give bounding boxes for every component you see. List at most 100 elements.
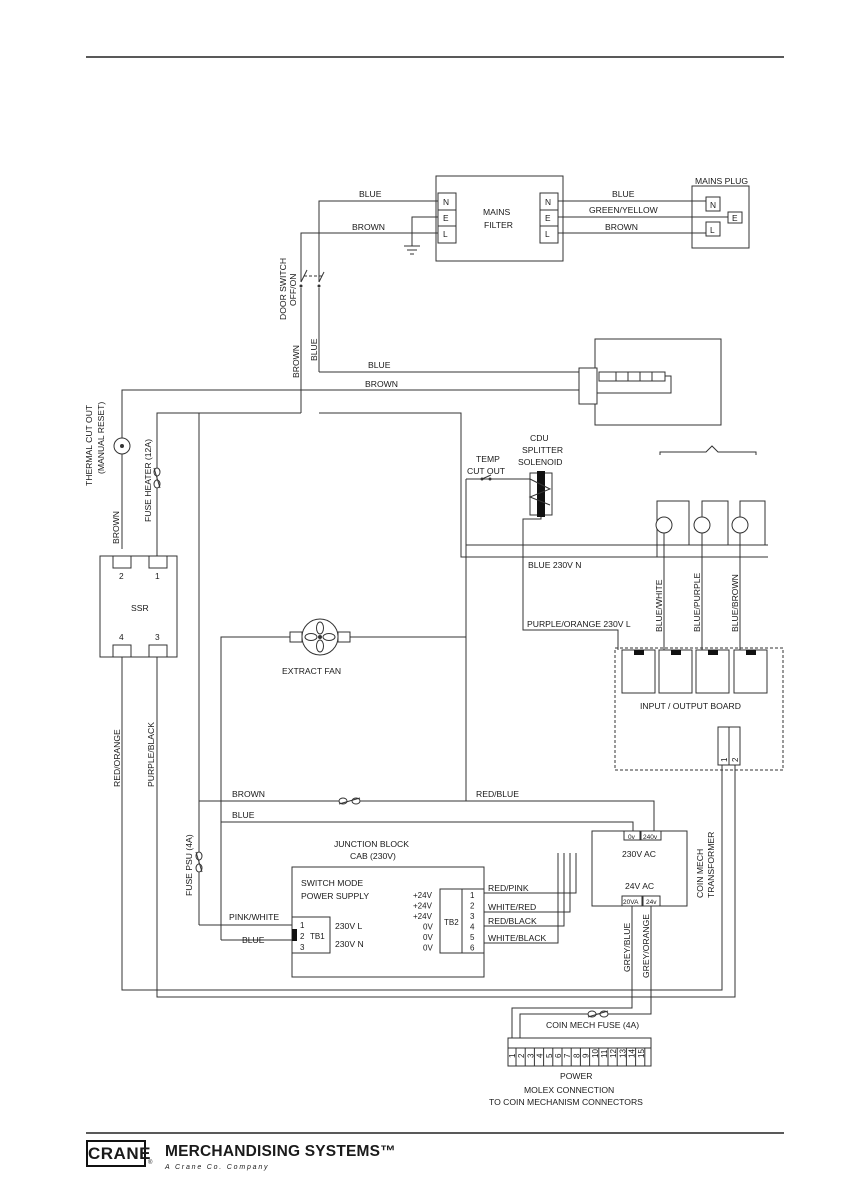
tb1-pin-1: 1 bbox=[300, 921, 305, 930]
psu-output-label: 0V bbox=[423, 923, 433, 932]
ssr-label: SSR bbox=[131, 603, 149, 613]
molex-pin-number: 9 bbox=[582, 1053, 591, 1058]
psu-output-label: 0V bbox=[423, 933, 433, 942]
io-pin-1: 1 bbox=[720, 757, 729, 762]
cdu-label-3: SOLENOID bbox=[518, 457, 562, 467]
wire-grey-blue: GREY/BLUE bbox=[622, 923, 632, 972]
wire-red-pink: RED/PINK bbox=[488, 883, 529, 893]
wire-rail-blue: BLUE bbox=[232, 810, 255, 820]
tr-20va: 20VA bbox=[623, 899, 639, 906]
psu-output-label: +24V bbox=[413, 902, 433, 911]
junction-block-label-1: JUNCTION BLOCK bbox=[334, 839, 409, 849]
psu-output-label: +24V bbox=[413, 891, 433, 900]
psu-output-label: +24V bbox=[413, 912, 433, 921]
fuse-psu-label: FUSE PSU (4A) bbox=[184, 834, 194, 896]
door-switch-label-2: OFF/ON bbox=[288, 274, 298, 306]
tb2-pin: 3 bbox=[470, 912, 475, 921]
molex-pin-number: 2 bbox=[517, 1053, 526, 1058]
filter-out-e: E bbox=[545, 213, 551, 223]
thermal-cutout-label-2: (MANUAL RESET) bbox=[96, 402, 106, 474]
plug-l: L bbox=[710, 225, 715, 235]
wire-red-blue: RED/BLUE bbox=[476, 789, 519, 799]
extract-fan-label: EXTRACT FAN bbox=[282, 666, 341, 676]
temp-cutout-label-1: TEMP bbox=[476, 454, 500, 464]
junction-block-label-2: CAB (230V) bbox=[350, 851, 396, 861]
cdu-splitter-solenoid bbox=[528, 471, 553, 517]
ssr-pin-3: 3 bbox=[155, 632, 160, 642]
coin-mech-transformer-label-2: TRANSFORMER bbox=[706, 832, 716, 898]
cdu-label-2: SPLITTER bbox=[522, 445, 563, 455]
fuse-heater bbox=[153, 467, 161, 489]
io-board bbox=[614, 647, 784, 771]
thermal-cutout-label-1: THERMAL CUT OUT bbox=[84, 404, 94, 486]
ssr-pin-2: 2 bbox=[119, 571, 124, 581]
tb2-pin: 2 bbox=[470, 902, 475, 911]
wire-plug-blue: BLUE bbox=[612, 189, 635, 199]
io-pin-2: 2 bbox=[731, 757, 740, 762]
heater-unit bbox=[578, 338, 722, 426]
wire-ssr-brown: BROWN bbox=[111, 511, 121, 544]
tr-24vac: 24V AC bbox=[625, 881, 654, 891]
tr-230vac: 230V AC bbox=[622, 849, 656, 859]
psu-output-label: 0V bbox=[423, 944, 433, 953]
wire-plug-brown: BROWN bbox=[605, 222, 638, 232]
filter-label-2: FILTER bbox=[484, 220, 513, 230]
wire-blue-purple: BLUE/PURPLE bbox=[692, 573, 702, 632]
coin-mech-fuse bbox=[587, 1010, 609, 1018]
filter-out-l: L bbox=[545, 229, 550, 239]
company-name: MERCHANDISING SYSTEMS™ bbox=[165, 1143, 396, 1160]
wire-plug-green-yellow: GREEN/YELLOW bbox=[589, 205, 659, 215]
molex-pin-number: 14 bbox=[628, 1049, 637, 1058]
ssr-pin-4: 4 bbox=[119, 632, 124, 642]
dispense-motors bbox=[655, 500, 766, 650]
wire-psu-blue: BLUE bbox=[242, 935, 265, 945]
io-board-label: INPUT / OUTPUT BOARD bbox=[640, 701, 741, 711]
wire-purple-black: PURPLE/BLACK bbox=[146, 722, 156, 787]
wire-blue-230n: BLUE 230V N bbox=[528, 560, 582, 570]
molex-pin-number: 8 bbox=[572, 1053, 581, 1058]
wire-purple-orange-230l: PURPLE/ORANGE 230V L bbox=[527, 619, 631, 629]
wire-door-blue: BLUE bbox=[309, 338, 319, 361]
tb2-pin: 6 bbox=[470, 944, 475, 953]
tb2-pin: 1 bbox=[470, 891, 475, 900]
coin-mech-transformer bbox=[591, 830, 688, 907]
extract-fan bbox=[289, 618, 351, 656]
door-switch bbox=[299, 269, 325, 413]
company-tagline: A Crane Co. Company bbox=[165, 1164, 270, 1171]
wire-blue-brown: BLUE/BROWN bbox=[730, 574, 740, 632]
ssr-pin-1: 1 bbox=[155, 571, 160, 581]
wire-white-black: WHITE/BLACK bbox=[488, 933, 547, 943]
tb1-230l: 230V L bbox=[335, 921, 362, 931]
filter-in-n: N bbox=[443, 197, 449, 207]
tr-240v: 240v bbox=[643, 834, 658, 841]
filter-label-1: MAINS bbox=[483, 207, 510, 217]
wire-red-black: RED/BLACK bbox=[488, 916, 537, 926]
filter-out-n: N bbox=[545, 197, 551, 207]
tr-0v: 0v bbox=[628, 834, 636, 841]
wire-grey-orange: GREY/ORANGE bbox=[641, 914, 651, 978]
tb1-pin-3: 3 bbox=[300, 943, 305, 952]
mains-plug-label: MAINS PLUG bbox=[695, 176, 748, 186]
molex-pin-number: 3 bbox=[526, 1053, 535, 1058]
molex-label-2: TO COIN MECHANISM CONNECTORS bbox=[489, 1097, 643, 1107]
mains-filter: N E L N E L bbox=[435, 175, 564, 262]
filter-in-e: E bbox=[443, 213, 449, 223]
molex-pin-number: 7 bbox=[563, 1053, 572, 1058]
wire-white-red: WHITE/RED bbox=[488, 902, 536, 912]
tb2-label: TB2 bbox=[444, 918, 459, 927]
tb2-pin: 4 bbox=[470, 923, 475, 932]
ssr bbox=[99, 555, 178, 658]
tb1-pin-2: 2 bbox=[300, 932, 305, 941]
tb1-label: TB1 bbox=[310, 932, 325, 941]
filter-in-l: L bbox=[443, 229, 448, 239]
molex-connector bbox=[507, 1037, 652, 1067]
tb2-pin: 5 bbox=[470, 933, 475, 942]
molex-label-1: MOLEX CONNECTION bbox=[524, 1085, 614, 1095]
cdu-label-1: CDU bbox=[530, 433, 549, 443]
molex-pin-number: 6 bbox=[554, 1053, 563, 1058]
molex-pin-number: 1 bbox=[508, 1053, 517, 1058]
wire-heater-brown: BROWN bbox=[365, 379, 398, 389]
wire-red-orange: RED/ORANGE bbox=[112, 729, 122, 787]
tr-24v: 24v bbox=[646, 899, 657, 906]
